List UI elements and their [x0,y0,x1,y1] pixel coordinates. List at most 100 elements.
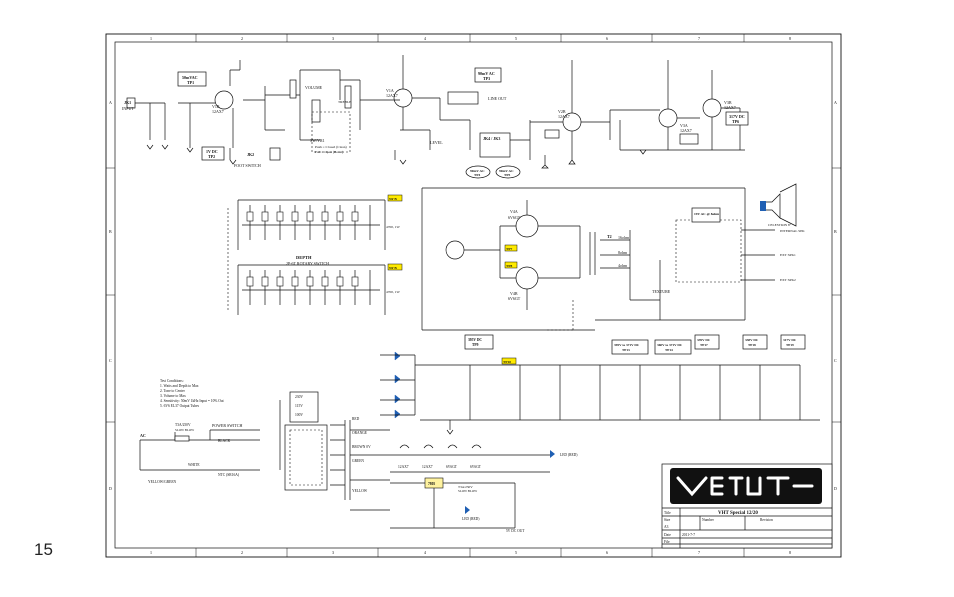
volume-label: VOLUME [305,85,323,90]
tp14-id: TP18 [748,343,756,347]
tp3-id: TP3 [483,76,490,81]
col-label: 2 [241,36,243,41]
col-label: 7 [698,36,700,41]
nfb-bottom-label: NF B [389,266,397,270]
row-label: B [109,229,112,234]
jk2-label: JK2 [247,152,254,157]
title-label: Title [664,511,671,515]
tp9-voltage: 395V DC [468,338,482,342]
yellow-green-label: YELLOW/GREEN [148,480,177,484]
input-label: INPUT [122,106,134,111]
tp15-voltage: 317V DC [783,338,797,342]
ntc-label: NTC (SR16A) [218,473,240,477]
tp7-label: TP7 [506,247,512,251]
ohm8-label: 8ohm [618,250,628,255]
black-wire-label: BLACK [218,439,231,443]
depth-subtitle: 2P-6T ROTARY SWITCH [286,261,329,266]
row-label: A [834,100,837,105]
tp9-id: TP9 [472,343,479,347]
v1a-label: V1A [386,88,394,93]
col-label: 3 [332,550,334,555]
tp4-voltage: 90mV AC [470,169,485,173]
col-label: 6 [606,550,608,555]
size-label: Size [664,518,671,522]
outer-border [105,33,842,558]
title-value: VHT Special 12/20 [718,511,758,516]
treble-label: TREBLE [338,100,351,104]
test-conditions-line: 3. Volume to Max [160,394,186,398]
input-jack-label: JK1 [124,100,131,105]
number-label: Number [702,518,715,522]
col-label: 6 [606,36,608,41]
foot-switch-label: FOOT SWITCH [234,163,261,168]
col-label: 5 [515,550,517,555]
row-label: A [109,100,112,105]
tp8-label: TP8 [506,264,512,268]
sw-vr1-label: SW/VR1 [310,138,325,143]
relay-note-1: Push = Closed (Clean) [315,145,347,149]
date-value: 2011-7-7 [682,533,695,537]
grid-ticks [106,34,841,557]
fuse2-note: SLOW BLOW [458,489,477,493]
col-label: 4 [424,550,426,555]
led-red-label-2: LED (RED) [560,453,578,457]
fuse-note: SLOW BLOW [175,428,194,432]
tp11-id: TP13 [622,348,630,352]
ohm4-label: 4ohm [618,263,628,268]
tp13-id: TP17 [700,343,708,347]
ohm16-label: 16ohm [618,235,630,240]
texture-label: TEXTURE [652,289,671,294]
v1b-type: 12AX7 [212,109,224,114]
tp5-id: TP5 [504,173,510,177]
tp12-id: TP14 [665,348,673,352]
led-red-label: LED (RED) [462,517,480,521]
r-bottom-label: 4700, 1W [386,290,401,295]
ext-spk1-label: EXT SPK1 [780,253,796,257]
tp6-voltage: 317V DC [729,114,745,119]
tp2-voltage: 1V DC [206,149,218,154]
tp1-id: TP1 [187,80,194,85]
col-label: 1 [150,36,152,41]
tp6-id: TP6 [732,119,739,124]
relay-note-2: Pull = Open (Boost) [315,150,344,154]
test-conditions-line: Test Conditions: [160,379,184,383]
line-out-label: LINE OUT [488,96,507,101]
v230-label: 230V [295,395,303,399]
row-label: D [109,486,112,491]
v1b-label: V1B [212,104,220,109]
ext-spk2-label: EXT SPK2 [780,278,796,282]
tp11-voltage: 395V to 371V DC [614,343,640,347]
v3a-label: V3A [680,123,688,128]
test-conditions-line: 5. 6V6 EL37 Output Tubes [160,404,200,408]
r-top-label: 4700, 1W [386,225,401,230]
heater-tube-label: 12AX7 [398,465,409,469]
v4b-type: 6V6GT [508,296,521,301]
col-label: 8 [789,36,791,41]
row-label: C [109,358,112,363]
v4a-label: V4A [510,209,518,214]
tp15-id: TP19 [786,343,794,347]
v3a-type: 12AX7 [680,128,692,133]
speaker-label: CELESTION 8" [768,223,792,227]
col-label: 1 [150,550,152,555]
page-number: 15 [34,540,53,559]
v2b-type: 12AX7 [558,114,570,119]
heater-tube-label: 6V6GT [470,465,482,469]
heater-tube-label: 12AX7 [422,465,433,469]
fuse-label: T3A/250V [175,423,191,427]
internal-spk-label: INTERNAL SPK [780,229,805,233]
file-label: File [664,540,670,544]
preamp-section: JK1 INPUT 50mVAC TP1 V1B 12AX7 1V DC TP2… [122,55,749,179]
tp2-id: TP2 [208,154,215,159]
tp12-voltage: 360V to 371V DC [657,343,683,347]
size-value: A3 [664,525,669,529]
speaker-ac-label: 19V AC @ 8ohm [694,212,719,216]
white-wire-label: WHITE [188,463,200,467]
tp5-voltage: 90mV AC [499,169,514,173]
v3b-label: V3B [724,100,732,105]
nfb-top-label: NF B [389,197,397,201]
v100-label: 100V [295,413,303,417]
ac-label: AC [140,433,146,438]
heater-tube-label: 6V6GT [446,465,458,469]
